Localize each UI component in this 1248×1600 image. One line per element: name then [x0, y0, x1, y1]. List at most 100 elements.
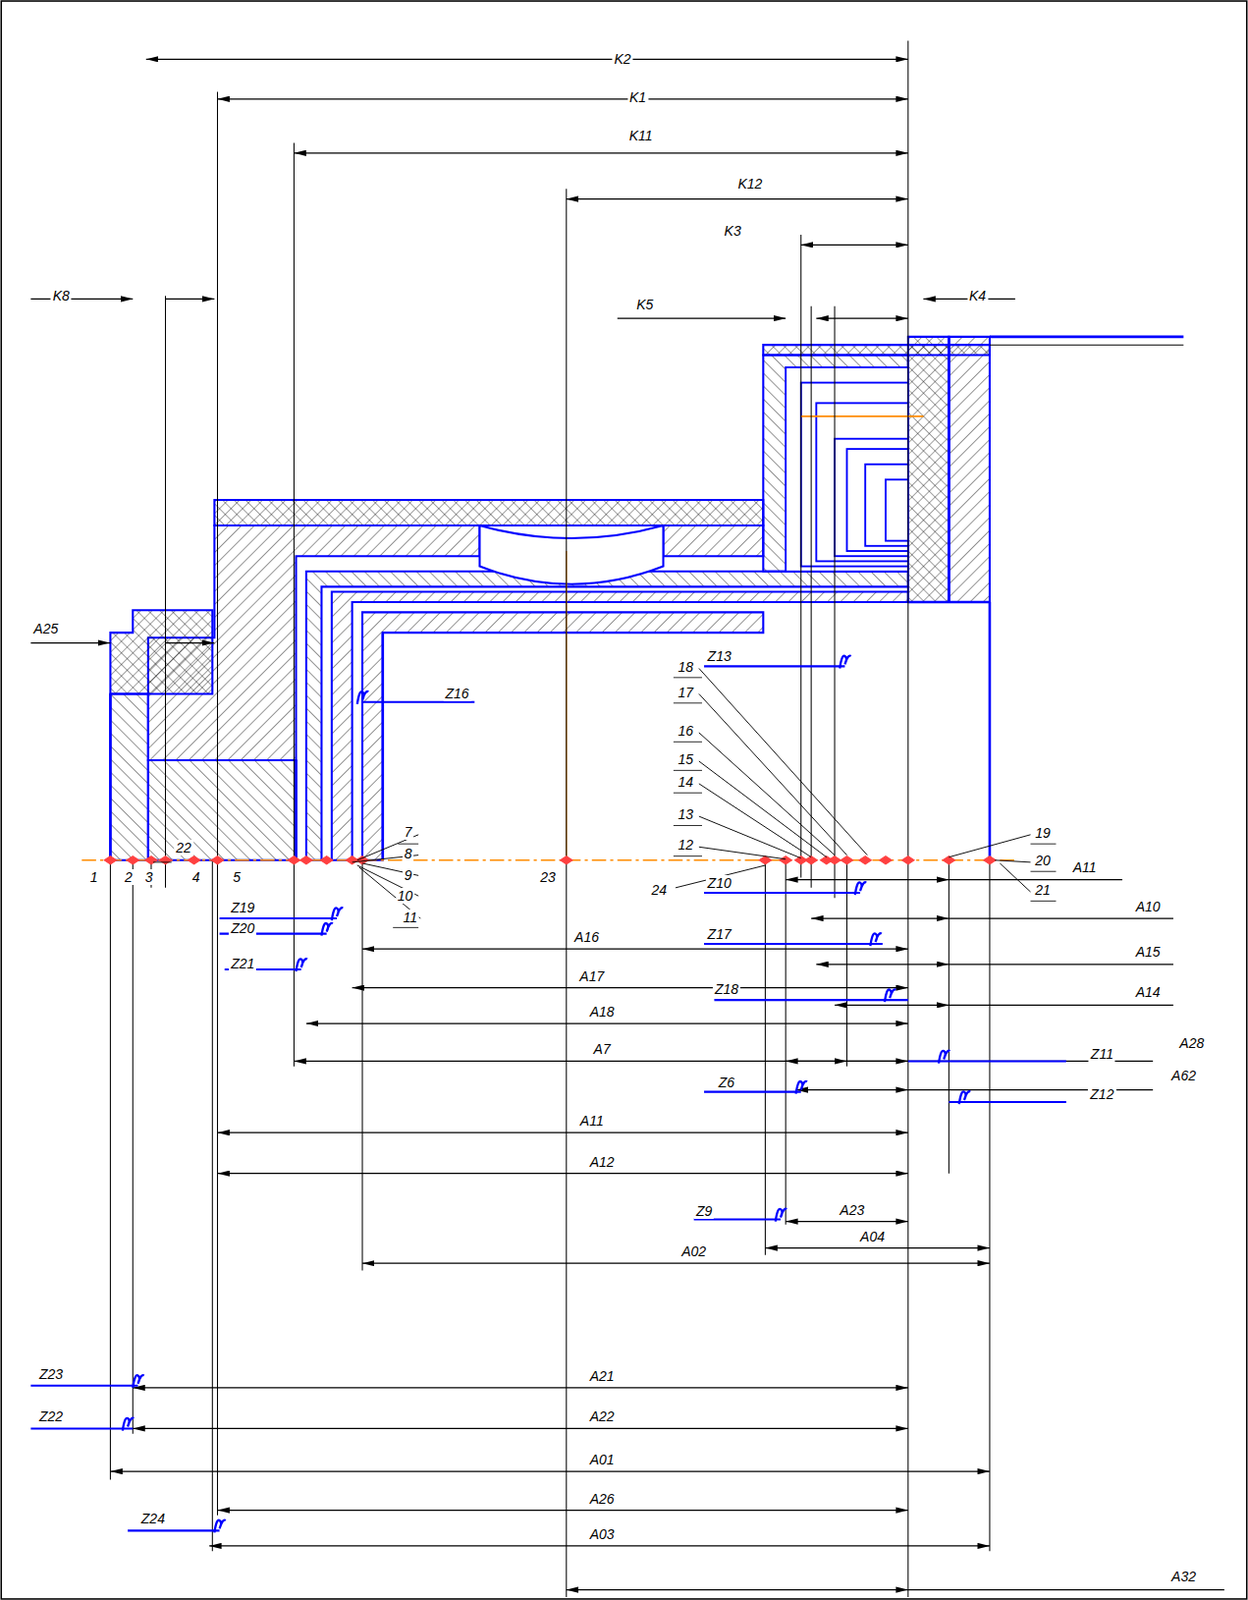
dimension-label: A04: [858, 1228, 887, 1245]
dimension-line: [352, 986, 909, 988]
liner-layer: [801, 382, 909, 567]
dimension-tail: [165, 298, 216, 300]
point-marker: [320, 856, 332, 865]
dimension-line: [785, 878, 949, 880]
leader-line: [994, 860, 1031, 863]
allowance-line: [704, 891, 861, 894]
allowance-wave: [357, 691, 369, 705]
allowance-line: [713, 998, 908, 1001]
contour-line: [108, 693, 112, 860]
allowance-wave: [132, 1374, 144, 1388]
leader-line: [989, 344, 1184, 346]
dimension-line: [566, 198, 909, 200]
dimension-line: [217, 1509, 908, 1511]
hatched-section: [148, 759, 297, 861]
dimension-line: [362, 948, 909, 950]
extension-line: [164, 295, 166, 888]
dimension-line: [815, 963, 949, 965]
contour-line: [989, 335, 1184, 339]
dimension-line: [306, 1022, 909, 1024]
dimension-line: [834, 1004, 949, 1006]
point-number: 8: [402, 845, 415, 862]
extension-line: [834, 306, 836, 899]
allowance-wave: [839, 655, 851, 669]
dimension-label: A14: [1134, 983, 1163, 1000]
contour-line: [294, 759, 298, 861]
liner-layer: [815, 402, 909, 561]
dimension-label: Z9: [694, 1202, 714, 1219]
point-number: 11: [400, 909, 420, 925]
dimension-line: [801, 244, 909, 246]
point-number: 7: [402, 823, 415, 840]
dimension-label: A21: [588, 1367, 617, 1384]
allowance-wave: [122, 1417, 134, 1431]
allowance-wave: [214, 1519, 225, 1533]
dimension-label: A12: [588, 1153, 617, 1170]
dimension-label: K3: [722, 222, 744, 239]
dimension-label: K4: [967, 287, 988, 304]
dimension-label: Z20: [228, 920, 257, 936]
extension-line: [785, 860, 787, 1225]
dimension-tail: [30, 642, 110, 644]
extension-line: [565, 188, 567, 1597]
contour-line: [947, 336, 951, 602]
dimension-label: A32: [1169, 1568, 1198, 1584]
point-number: 10: [395, 887, 416, 904]
extension-line: [132, 860, 134, 1434]
liner-layer: [847, 448, 909, 551]
point-marker: [126, 856, 139, 865]
label-underline: [1030, 843, 1057, 845]
point-marker: [187, 856, 200, 865]
allowance-wave: [869, 932, 881, 946]
allowance-line: [908, 1059, 1067, 1062]
dimension-line: [217, 1172, 908, 1174]
dimension-tail: [948, 1004, 1174, 1006]
allowance-wave: [884, 988, 896, 1002]
dimension-label: Z13: [705, 648, 734, 664]
allowance-wave: [938, 1050, 950, 1064]
dimension-label: A16: [572, 928, 601, 945]
dimension-line: [764, 1247, 990, 1248]
dimension-label: Z21: [228, 955, 257, 972]
dimension-label: Z18: [712, 980, 741, 997]
orange-line: [801, 415, 924, 418]
dimension-label: K11: [627, 127, 655, 144]
dimension-line: [217, 1132, 908, 1134]
dimension-line: [815, 318, 909, 320]
allowance-wave: [855, 881, 867, 895]
label-underline: [397, 843, 419, 845]
leader-line: [699, 846, 786, 859]
point-marker: [145, 856, 158, 865]
point-number: 18: [676, 658, 697, 675]
leader-line: [153, 861, 172, 863]
point-number: 5: [230, 868, 243, 885]
extension-line: [293, 142, 295, 1066]
point-number: 23: [538, 868, 558, 885]
hatched-section: [214, 499, 763, 526]
contour-line: [908, 600, 990, 604]
point-number: 20: [1032, 852, 1053, 869]
leader-line: [699, 815, 802, 859]
point-marker: [287, 856, 300, 865]
hatched-section: [662, 525, 763, 556]
dimension-tail: [165, 642, 216, 644]
point-number: 17: [676, 684, 697, 701]
contour-line: [988, 601, 992, 861]
extension-line: [948, 860, 950, 1174]
point-marker: [560, 856, 573, 865]
point-number: 15: [676, 751, 697, 767]
allowance-line: [704, 664, 845, 667]
label-underline: [673, 792, 703, 794]
label-underline: [673, 855, 703, 857]
label-underline: [1030, 900, 1057, 902]
allowance-wave: [796, 1081, 808, 1094]
dimension-label: Z16: [443, 685, 472, 702]
dimension-tail: [948, 917, 1174, 919]
window: [479, 525, 663, 585]
leader-line: [999, 863, 1031, 892]
dimension-label: A11: [1071, 859, 1099, 875]
dimension-label: Z10: [705, 874, 734, 891]
dimension-line: [293, 1060, 908, 1062]
